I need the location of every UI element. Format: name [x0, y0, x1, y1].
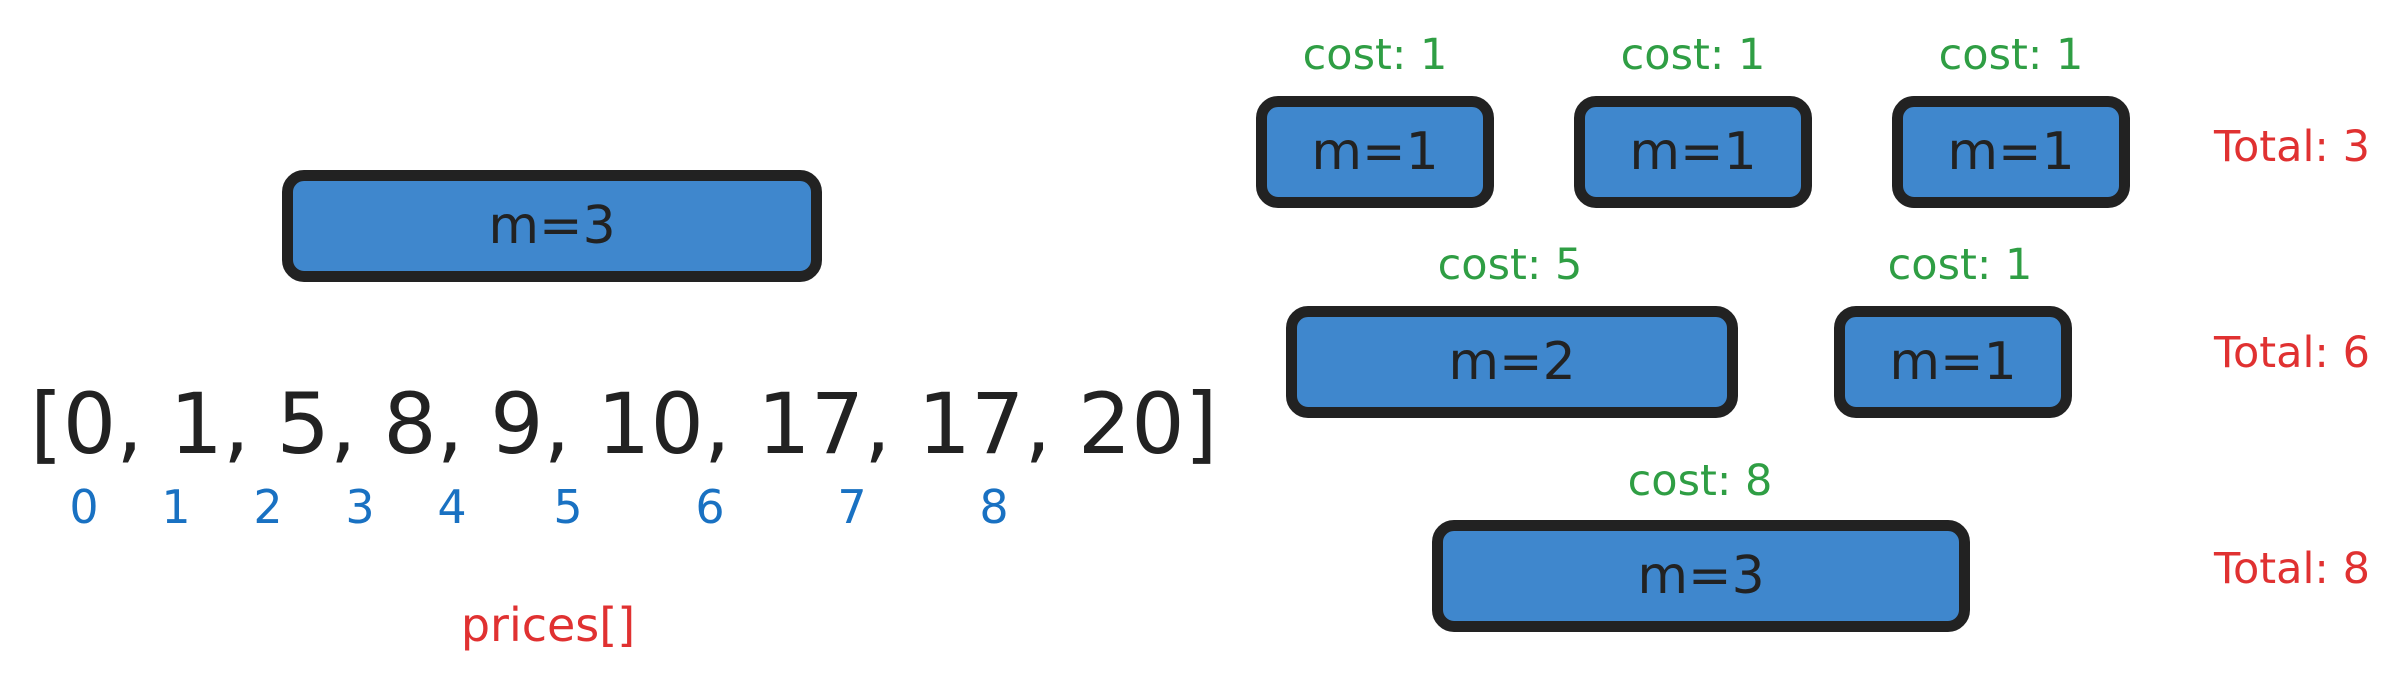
- rod-piece: m=3: [1432, 520, 1970, 632]
- piece-cost: cost: 1: [1938, 30, 2084, 80]
- array-index-1: 1: [161, 480, 191, 534]
- array-index-4: 4: [437, 480, 467, 534]
- prices-array: [0, 1, 5, 8, 9, 10, 17, 17, 20]: [30, 375, 1218, 473]
- full-rod: m=3: [282, 170, 822, 282]
- rod-piece-label: m=1: [1889, 332, 2017, 392]
- piece-cost: cost: 8: [1627, 456, 1773, 506]
- rod-piece: m=1: [1256, 96, 1494, 208]
- array-index-5: 5: [553, 480, 583, 534]
- row-total: Total: 3: [2214, 122, 2370, 172]
- rod-piece-label: m=1: [1311, 122, 1439, 182]
- full-rod-label: m=3: [488, 196, 616, 256]
- row-total: Total: 6: [2214, 328, 2370, 378]
- prices-caption: prices[]: [460, 598, 636, 652]
- rod-piece-label: m=1: [1629, 122, 1757, 182]
- rod-piece: m=1: [1834, 306, 2072, 418]
- piece-cost: cost: 1: [1620, 30, 1766, 80]
- rod-piece: m=1: [1892, 96, 2130, 208]
- array-index-7: 7: [837, 480, 867, 534]
- array-index-6: 6: [695, 480, 725, 534]
- piece-cost: cost: 1: [1302, 30, 1448, 80]
- rod-piece-label: m=3: [1637, 546, 1765, 606]
- rod-piece-label: m=2: [1448, 332, 1576, 392]
- rod-piece: m=2: [1286, 306, 1738, 418]
- rod-piece-label: m=1: [1947, 122, 2075, 182]
- array-index-2: 2: [253, 480, 283, 534]
- array-index-3: 3: [345, 480, 375, 534]
- array-index-0: 0: [69, 480, 99, 534]
- array-index-8: 8: [979, 480, 1009, 534]
- piece-cost: cost: 5: [1437, 240, 1583, 290]
- row-total: Total: 8: [2214, 544, 2370, 594]
- piece-cost: cost: 1: [1887, 240, 2033, 290]
- rod-piece: m=1: [1574, 96, 1812, 208]
